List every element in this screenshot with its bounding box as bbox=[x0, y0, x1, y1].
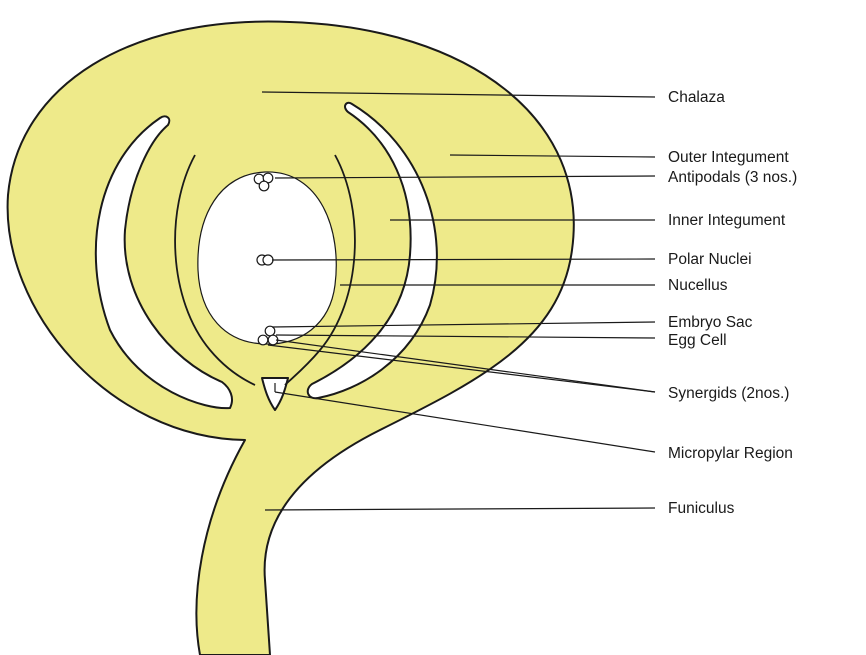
label-inner-integument: Inner Integument bbox=[668, 212, 786, 229]
label-embryo-sac: Embryo Sac bbox=[668, 314, 753, 331]
label-outer-integument: Outer Integument bbox=[668, 149, 789, 166]
label-chalaza: Chalaza bbox=[668, 89, 725, 106]
label-synergids: Synergids (2nos.) bbox=[668, 385, 789, 402]
label-funiculus: Funiculus bbox=[668, 500, 735, 517]
label-egg-cell: Egg Cell bbox=[668, 332, 727, 349]
label-micropylar-region: Micropylar Region bbox=[668, 445, 793, 462]
label-antipodals: Antipodals (3 nos.) bbox=[668, 169, 797, 186]
polar-nuclei-cells bbox=[257, 255, 273, 265]
label-polar-nuclei: Polar Nuclei bbox=[668, 251, 752, 268]
label-nucellus: Nucellus bbox=[668, 277, 728, 294]
